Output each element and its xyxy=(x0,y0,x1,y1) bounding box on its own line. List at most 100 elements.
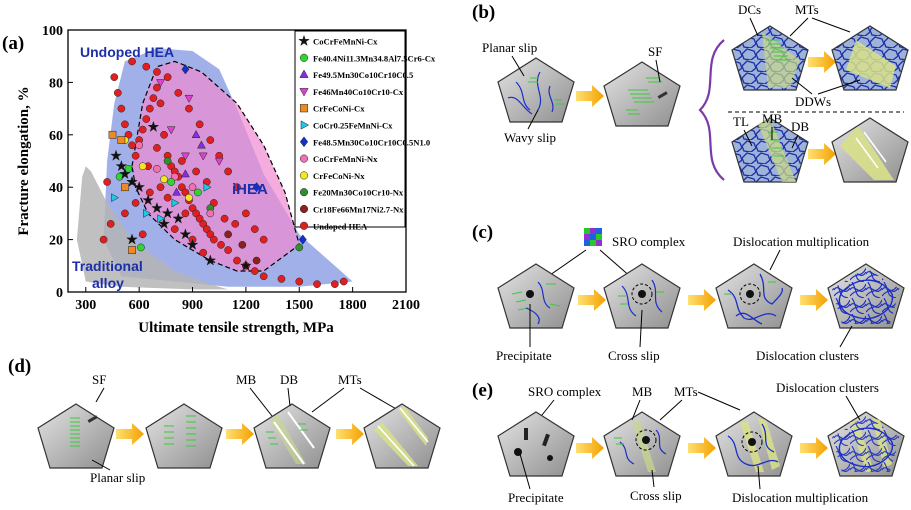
grain-d2 xyxy=(145,403,223,469)
data-point xyxy=(181,188,190,197)
c-dislocation-clusters: Dislocation clusters xyxy=(756,348,859,363)
data-point xyxy=(233,183,241,192)
sro-complex-icon xyxy=(584,228,602,246)
grain-c2 xyxy=(603,263,681,329)
data-point xyxy=(202,225,211,233)
data-point xyxy=(128,57,136,66)
data-point xyxy=(172,187,181,196)
legend-marker xyxy=(299,88,309,97)
data-point xyxy=(115,160,128,172)
data-point xyxy=(199,248,208,257)
region-label-traditional: Traditional xyxy=(72,258,143,274)
d-mts: MTs xyxy=(338,372,362,387)
data-point xyxy=(160,130,168,139)
data-point xyxy=(259,235,268,244)
legend-entry: Fe49.5Mn30Co10Cr10C0.5 xyxy=(313,70,413,80)
e-arrow-1 xyxy=(576,437,604,459)
panel-label-e: (e) xyxy=(472,380,493,401)
panel-label-c: (c) xyxy=(472,222,493,243)
y-tick-label: 0 xyxy=(56,286,63,301)
legend-entry: Cr18Fe66Mn17Ni2.7-Nx xyxy=(313,205,404,215)
legend-marker xyxy=(299,53,309,62)
data-point xyxy=(178,157,186,165)
data-point xyxy=(138,125,147,134)
data-point xyxy=(121,183,129,192)
data-point xyxy=(259,272,268,281)
d-sf: SF xyxy=(92,372,106,387)
data-point xyxy=(172,212,185,224)
data-point xyxy=(252,256,261,265)
c-dislocation-multiplication: Dislocation multiplication xyxy=(733,234,870,249)
grain-b2 xyxy=(603,61,681,127)
b-sf: SF xyxy=(648,44,662,59)
data-point xyxy=(295,243,304,252)
grain-b6 xyxy=(831,117,909,183)
legend-marker xyxy=(299,221,309,230)
data-point xyxy=(153,165,161,173)
data-point xyxy=(103,178,111,186)
data-point xyxy=(142,115,151,123)
data-point xyxy=(203,182,212,192)
b-db: DB xyxy=(791,119,809,134)
d-arrow-3 xyxy=(336,423,364,445)
data-point xyxy=(295,277,304,286)
data-point xyxy=(197,140,206,149)
x-tick-label: 600 xyxy=(129,298,150,313)
data-point xyxy=(126,175,138,188)
data-point xyxy=(192,167,200,176)
grain-b3 xyxy=(731,25,809,91)
b-mts: MTs xyxy=(795,2,819,17)
c-sro-complex: SRO complex xyxy=(612,234,686,249)
b-mb: MB xyxy=(762,111,783,126)
data-point xyxy=(170,172,179,181)
data-point xyxy=(339,277,348,286)
legend-marker xyxy=(299,104,309,113)
diagram-panel-b: (b) Planar slip Wavy slip SF DCs MTs xyxy=(472,2,909,183)
data-point xyxy=(181,64,190,75)
data-point xyxy=(206,209,215,218)
data-point xyxy=(188,183,197,192)
panel-label-d: (d) xyxy=(8,356,31,377)
data-point xyxy=(108,130,117,139)
data-point xyxy=(238,240,247,249)
data-point xyxy=(157,214,166,224)
legend-marker xyxy=(299,154,309,163)
e-arrow-2 xyxy=(688,437,716,459)
data-point xyxy=(131,199,140,207)
panel-label-b: (b) xyxy=(472,2,495,23)
legend-marker xyxy=(298,34,310,47)
data-point xyxy=(184,94,194,103)
x-tick-label: 1500 xyxy=(285,298,313,313)
data-point xyxy=(206,136,215,144)
data-point xyxy=(113,89,122,97)
legend-marker xyxy=(299,171,309,180)
grain-c1 xyxy=(497,263,575,329)
data-point xyxy=(178,183,186,192)
data-point xyxy=(128,141,136,150)
data-point xyxy=(220,214,229,223)
point-layer xyxy=(99,57,348,288)
data-point xyxy=(128,246,136,254)
data-point xyxy=(194,188,202,197)
y-tick-label: 60 xyxy=(49,129,63,144)
c-arrow-1 xyxy=(578,289,606,311)
e-dislocation-multiplication: Dislocation multiplication xyxy=(732,490,869,505)
data-point xyxy=(111,193,120,203)
legend-marker xyxy=(299,188,309,197)
legend-marker xyxy=(300,120,310,130)
data-point xyxy=(163,157,172,165)
b-arrow-3 xyxy=(808,143,836,165)
data-point xyxy=(252,182,261,193)
data-point xyxy=(181,209,190,218)
x-tick-label: 300 xyxy=(75,298,96,313)
b-dcs: DCs xyxy=(738,2,761,17)
data-point xyxy=(185,104,193,113)
data-point xyxy=(133,180,146,193)
data-point xyxy=(224,167,232,176)
data-point xyxy=(156,79,165,88)
grain-d4 xyxy=(363,403,441,469)
data-point xyxy=(153,83,161,92)
x-tick-label: 1200 xyxy=(232,298,260,313)
data-point xyxy=(277,275,286,283)
d-mb: MB xyxy=(236,372,257,387)
